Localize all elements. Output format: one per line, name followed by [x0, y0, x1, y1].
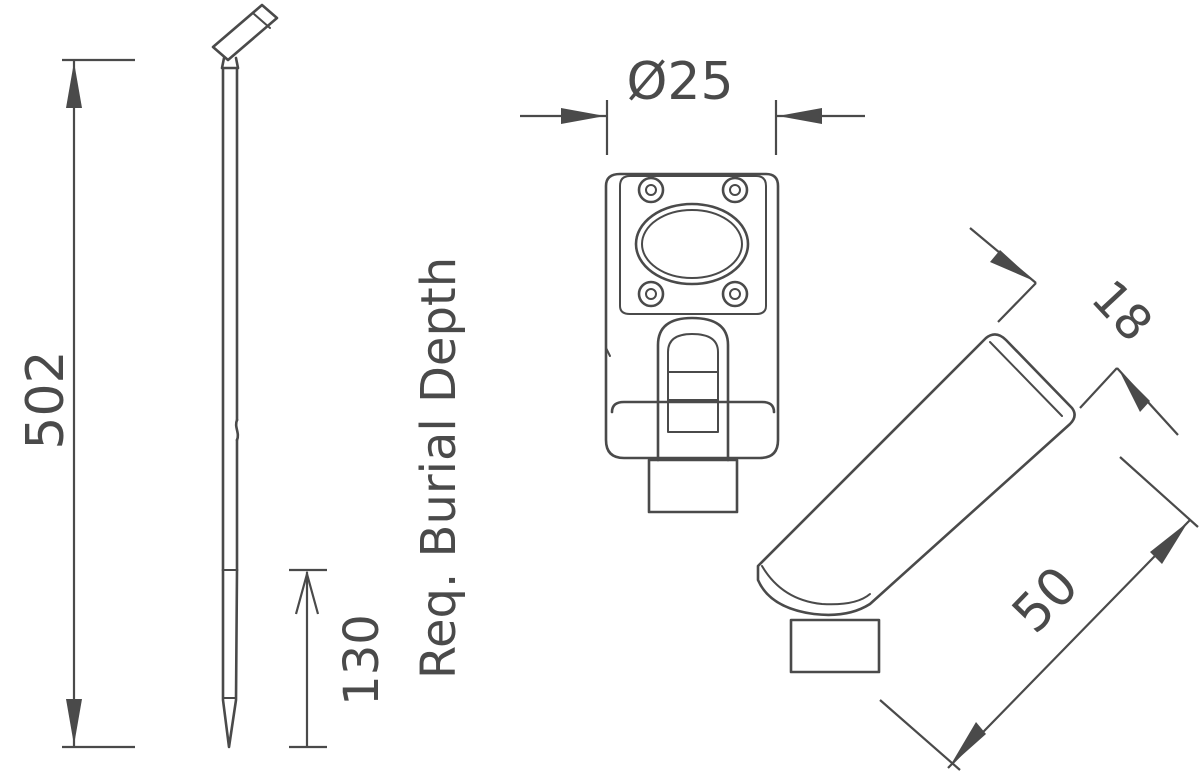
large-width-label: 50: [1001, 556, 1090, 645]
small-width-dimension: 18: [969, 227, 1179, 436]
burial-depth-dimension: 130 Req. Burial Depth: [289, 257, 467, 749]
head-front-view: [604, 172, 780, 514]
stake-drawing: [211, 3, 279, 749]
stake-length-dimension: 502: [16, 58, 135, 749]
diameter-dimension: Ø25: [520, 52, 865, 155]
small-width-label: 18: [1080, 270, 1163, 353]
burial-depth-label: Req. Burial Depth: [411, 257, 467, 679]
large-width-dimension: 50: [879, 456, 1199, 771]
stake-length-label: 502: [16, 350, 76, 449]
diameter-label: Ø25: [626, 52, 733, 112]
burial-depth-value: 130: [334, 614, 390, 706]
head-angled-view: [756, 333, 1076, 674]
